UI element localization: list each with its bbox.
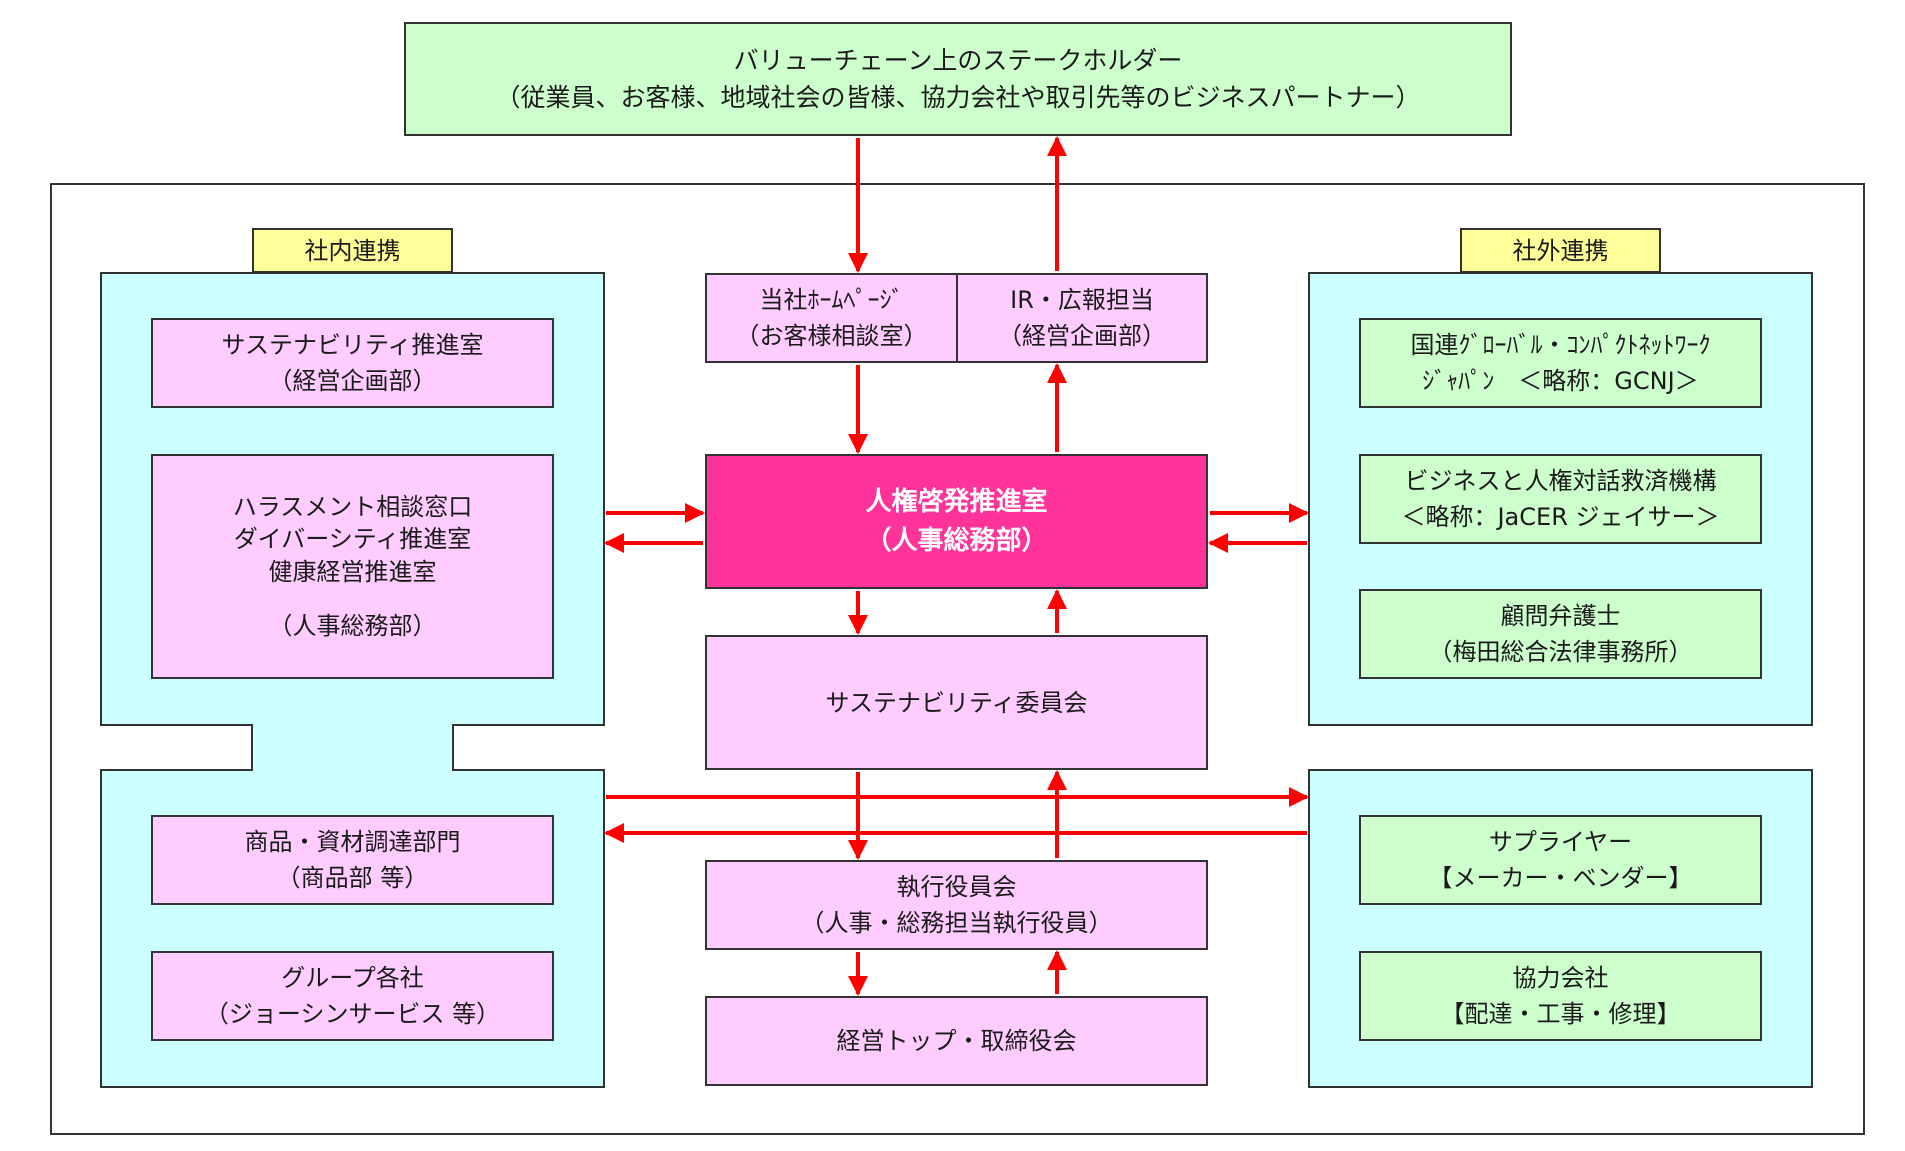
partners-name: 協力会社 <box>1512 964 1609 992</box>
hr-group-box: ハラスメント相談窓口 ダイバーシティ推進室 健康経営推進室 （人事総務部） <box>151 454 554 679</box>
gcnj-box: 国連ｸﾞﾛｰﾊﾞﾙ・ｺﾝﾊﾟｸﾄﾈｯﾄﾜｰｸ ｼﾞｬﾊﾟﾝ ＜略称：GCNJ＞ <box>1359 318 1762 408</box>
human-rights-office-dept: （人事総務部） <box>865 525 1048 556</box>
human-rights-office-name: 人権啓発推進室 <box>865 486 1048 517</box>
homepage-box: 当社ﾎｰﾑﾍﾟｰｼﾞ （お客様相談室） <box>705 273 958 363</box>
executive-committee-dept: （人事・総務担当執行役員） <box>800 909 1113 937</box>
executive-committee-name: 執行役員会 <box>896 873 1017 901</box>
ir-dept: （経営企画部） <box>998 322 1166 350</box>
ir-name: IR・広報担当 <box>1010 286 1154 314</box>
jacer-abbrev: ＜略称：JaCER ジェイサー＞ <box>1401 503 1720 531</box>
lawyer-name: 顧問弁護士 <box>1500 602 1621 630</box>
internal-tab: 社内連携 <box>252 228 453 273</box>
stakeholders-box: バリューチェーン上のステークホルダー （従業員、お客様、地域社会の皆様、協力会社… <box>404 22 1512 136</box>
hr-group-dept: （人事総務部） <box>268 611 437 640</box>
partners-box: 協力会社 【配達・工事・修理】 <box>1359 951 1762 1041</box>
outer-frame <box>50 183 1865 1135</box>
jacer-box: ビジネスと人権対話救済機構 ＜略称：JaCER ジェイサー＞ <box>1359 454 1762 544</box>
sustainability-office-box: サステナビリティ推進室 （経営企画部） <box>151 318 554 408</box>
sustainability-office-dept: （経営企画部） <box>268 367 437 395</box>
stakeholders-title: バリューチェーン上のステークホルダー <box>733 45 1183 75</box>
group-companies-example: （ジョーシンサービス 等） <box>204 1000 501 1028</box>
harassment-desk: ハラスメント相談窓口 <box>232 492 473 521</box>
procurement-box: 商品・資材調達部門 （商品部 等） <box>151 815 554 905</box>
executive-committee-box: 執行役員会 （人事・総務担当執行役員） <box>705 860 1208 950</box>
suppliers-box: サプライヤー 【メーカー・ベンダー】 <box>1359 815 1762 905</box>
homepage-name: 当社ﾎｰﾑﾍﾟｰｼﾞ <box>759 286 904 314</box>
gcnj-name: 国連ｸﾞﾛｰﾊﾞﾙ・ｺﾝﾊﾟｸﾄﾈｯﾄﾜｰｸ <box>1410 331 1711 359</box>
external-tab: 社外連携 <box>1460 228 1661 273</box>
human-rights-office-box: 人権啓発推進室 （人事総務部） <box>705 454 1208 589</box>
lawyer-box: 顧問弁護士 （梅田総合法律事務所） <box>1359 589 1762 679</box>
sustainability-office-name: サステナビリティ推進室 <box>221 331 484 359</box>
health-office: 健康経営推進室 <box>268 557 437 586</box>
top-management-box: 経営トップ・取締役会 <box>705 996 1208 1086</box>
suppliers-name: サプライヤー <box>1488 828 1633 856</box>
ir-box: IR・広報担当 （経営企画部） <box>956 273 1208 363</box>
procurement-dept: （商品部 等） <box>276 864 429 892</box>
group-companies-name: グループ各社 <box>281 964 424 992</box>
lawyer-firm: （梅田総合法律事務所） <box>1428 638 1693 666</box>
procurement-name: 商品・資材調達部門 <box>244 828 461 856</box>
internal-tab-label: 社内連携 <box>304 236 401 265</box>
group-companies-box: グループ各社 （ジョーシンサービス 等） <box>151 951 554 1041</box>
gcnj-abbrev: ｼﾞｬﾊﾟﾝ ＜略称：GCNJ＞ <box>1422 367 1699 395</box>
partners-detail: 【配達・工事・修理】 <box>1440 1000 1681 1028</box>
top-management-name: 経営トップ・取締役会 <box>836 1027 1077 1055</box>
homepage-dept: （お客様相談室） <box>735 322 928 350</box>
suppliers-detail: 【メーカー・ベンダー】 <box>1428 864 1693 892</box>
sustainability-committee-name: サステナビリティ委員会 <box>825 688 1088 717</box>
stakeholders-subtitle: （従業員、お客様、地域社会の皆様、協力会社や取引先等のビジネスパートナー） <box>495 83 1421 112</box>
jacer-name: ビジネスと人権対話救済機構 <box>1404 467 1717 495</box>
sustainability-committee-box: サステナビリティ委員会 <box>705 635 1208 770</box>
external-tab-label: 社外連携 <box>1512 236 1609 265</box>
diversity-office: ダイバーシティ推進室 <box>233 525 472 554</box>
